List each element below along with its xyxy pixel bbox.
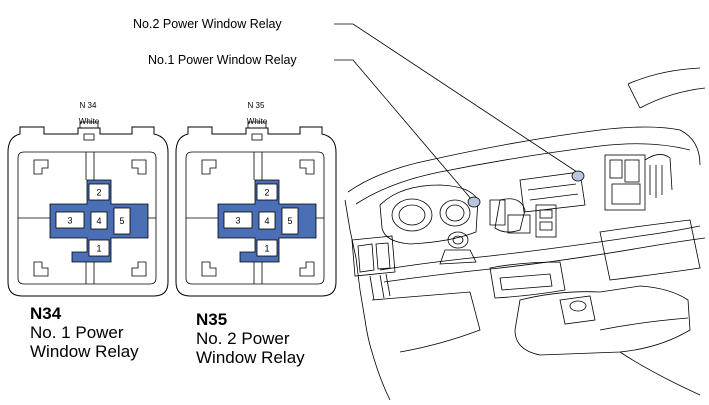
callout-relay1-leader (334, 59, 473, 201)
connector-n35-color: White (247, 117, 268, 126)
connector-n34-name-line2: Window Relay (30, 342, 139, 361)
connector-n35: N 35 White 2 3 4 5 1 N35 No. 2 Power Win… (175, 101, 337, 367)
svg-text:1: 1 (96, 244, 101, 254)
dashboard-illustration (344, 67, 706, 401)
connector-n35-pin-2 (256, 183, 278, 201)
svg-text:4: 4 (264, 216, 269, 226)
connector-n34-name-line1: No. 1 Power (30, 323, 124, 342)
connector-n35-id: N 35 (248, 101, 265, 110)
svg-text:3: 3 (67, 216, 72, 226)
connector-n34: N 34 White 2 3 4 5 1 N34 No. 1 Po (7, 101, 169, 361)
svg-text:5: 5 (287, 216, 292, 226)
svg-text:4: 4 (96, 216, 101, 226)
connector-n34-pin-2 (88, 183, 110, 201)
relay1-location-marker (467, 196, 481, 208)
connector-n34-id: N 34 (80, 101, 97, 110)
connector-n34-pin-3 (55, 211, 85, 229)
connector-n34-pin-5 (113, 207, 131, 235)
callout-relay1-label: No.1 Power Window Relay (148, 53, 297, 67)
callout-relay2-leader (334, 23, 581, 175)
connector-n34-pin-4 (90, 211, 108, 230)
svg-text:5: 5 (119, 216, 124, 226)
svg-text:3: 3 (235, 216, 240, 226)
connector-n35-lock (247, 121, 267, 128)
connector-n34-pin-1 (88, 239, 110, 257)
connector-n35-name-line1: No. 2 Power (196, 329, 290, 348)
connector-n34-code: N34 (30, 304, 62, 323)
connector-n35-pin-4 (258, 211, 276, 230)
connector-n35-name-line2: Window Relay (196, 348, 305, 367)
connector-n35-pin-1 (256, 239, 278, 257)
callouts: No.2 Power Window Relay No.1 Power Windo… (133, 17, 581, 201)
connector-n35-code: N35 (196, 310, 227, 329)
connector-n35-pin-3 (223, 211, 253, 229)
svg-text:2: 2 (264, 188, 269, 198)
connector-n35-housing (175, 126, 337, 297)
connector-n34-lock (79, 121, 99, 128)
svg-text:2: 2 (96, 188, 101, 198)
connector-n35-pin-5 (281, 207, 299, 235)
connector-n34-housing (7, 126, 169, 297)
connector-n34-color: White (79, 117, 100, 126)
callout-relay2-label: No.2 Power Window Relay (133, 17, 282, 31)
svg-text:1: 1 (264, 244, 269, 254)
relay2-location-marker (571, 170, 585, 182)
